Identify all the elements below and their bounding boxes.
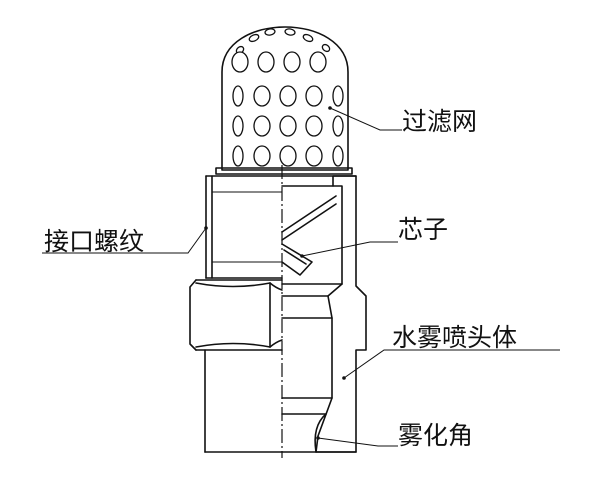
filter-hole	[302, 33, 314, 43]
filter-hole	[305, 85, 323, 107]
core-insert	[281, 195, 337, 276]
threaded-section	[205, 175, 357, 279]
leader-spray-angle	[317, 437, 398, 447]
label-filter-screen: 过滤网	[402, 107, 477, 136]
filter-hole	[284, 28, 296, 36]
filter-hole	[309, 51, 327, 73]
leader-nozzle-body	[343, 349, 560, 379]
leader-dot-angle	[316, 436, 320, 440]
filter-hole	[232, 85, 244, 107]
filter-holes	[231, 28, 344, 167]
section-wall	[281, 175, 367, 453]
filter-hole	[248, 33, 260, 43]
filter-hole	[279, 85, 297, 107]
leader-dot-filter	[328, 106, 332, 110]
lower-body	[204, 349, 357, 453]
filter-hole	[305, 115, 323, 137]
filter-hole	[332, 145, 344, 167]
label-core: 芯子	[398, 215, 448, 244]
filter-hole	[279, 115, 297, 137]
filter-hole	[232, 115, 244, 137]
label-thread-connection: 接口螺纹	[44, 227, 144, 256]
label-nozzle-body: 水雾喷头体	[392, 323, 517, 352]
leader-dot-thread	[204, 226, 208, 230]
filter-screen	[215, 26, 353, 175]
filter-hole	[264, 28, 276, 36]
leader-dot-body	[342, 376, 346, 380]
filter-hole	[332, 85, 344, 107]
filter-hole	[305, 145, 323, 167]
label-spray-angle: 雾化角	[398, 421, 473, 450]
filter-hole	[332, 115, 344, 137]
filter-hole	[231, 51, 249, 73]
leader-dot-core	[300, 254, 304, 258]
filter-hole	[321, 43, 331, 53]
filter-hole	[279, 145, 297, 167]
filter-hole	[253, 145, 271, 167]
hex-nut	[189, 279, 283, 351]
leader-core	[301, 241, 398, 257]
filter-hole	[253, 85, 271, 107]
filter-hole	[257, 51, 275, 73]
filter-hole	[253, 115, 271, 137]
filter-hole	[283, 51, 301, 73]
leader-thread	[42, 227, 207, 254]
leader-filter-screen	[329, 107, 402, 131]
filter-hole	[232, 145, 244, 167]
